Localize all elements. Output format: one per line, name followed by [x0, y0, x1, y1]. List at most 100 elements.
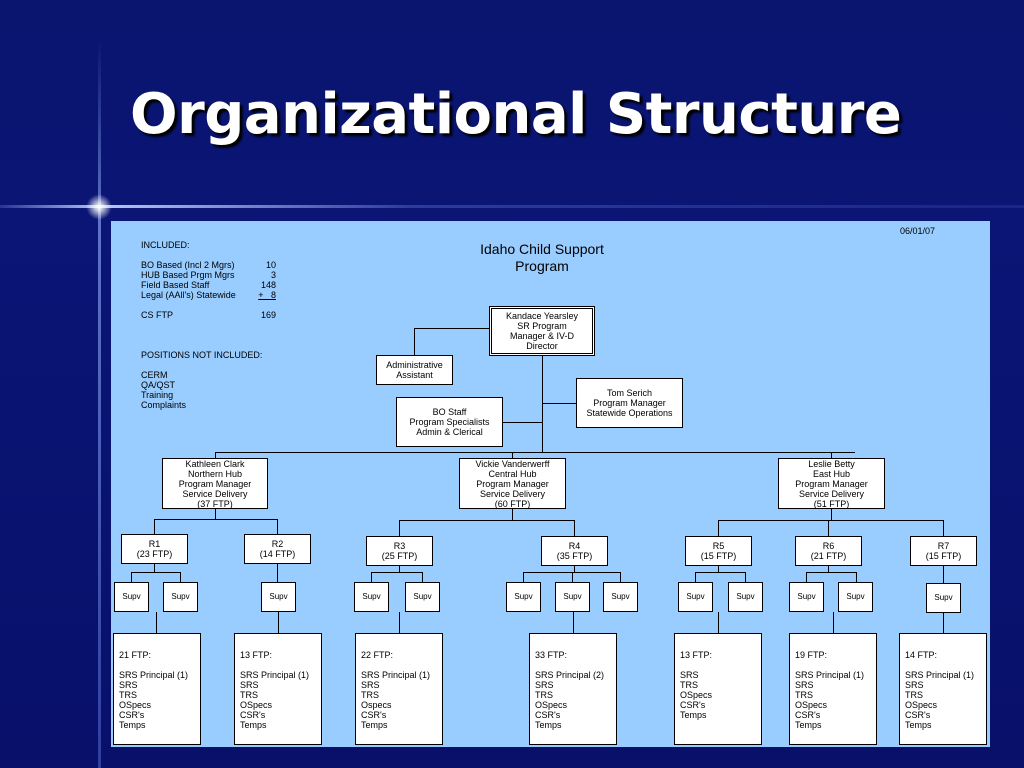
staff-role: SRS	[680, 670, 699, 680]
connector-line	[573, 612, 574, 633]
connector-line	[806, 572, 856, 573]
staff-role: SRS	[795, 680, 814, 690]
region-ftp: (35 FTP)	[556, 551, 593, 561]
staff-role: TRS	[240, 690, 258, 700]
staff-role: SRS Principal (1)	[905, 670, 975, 680]
supervisor-box: Supv	[678, 582, 713, 612]
region-r6-box: R6(21 FTP)	[795, 536, 862, 566]
staff-role: TRS	[535, 690, 553, 700]
hub-line: Service Delivery	[182, 488, 248, 499]
connector-line	[215, 509, 216, 519]
staff-role: TRS	[795, 690, 813, 700]
included-row-label: HUB Based Prgm Mgrs	[141, 270, 235, 280]
staff-role: Temps	[240, 720, 267, 730]
connector-line	[572, 572, 573, 582]
connector-line	[542, 356, 543, 453]
supervisor-box: Supv	[261, 582, 296, 612]
connector-line	[574, 566, 575, 572]
connector-line	[718, 612, 719, 633]
region-name: R3	[393, 541, 406, 551]
staff-ftp: 13 FTP:	[240, 650, 273, 660]
connector-line	[414, 328, 415, 355]
bo-staff-box: BO Staff Program Specialists Admin & Cle…	[396, 397, 503, 447]
included-row-label: Legal (AAll's) Statewide	[141, 290, 236, 300]
slide-title: Organizational Structure	[130, 82, 902, 147]
connector-line	[523, 572, 524, 582]
staff-role: OSpecs	[680, 690, 713, 700]
staff-role: SRS	[119, 680, 138, 690]
connector-line	[156, 612, 157, 633]
connector-line	[399, 612, 400, 633]
connector-line	[154, 519, 155, 534]
connector-line	[512, 509, 513, 520]
hub-line: Program Manager	[178, 478, 252, 489]
supervisor-label: Supv	[686, 592, 705, 601]
connector-line	[422, 572, 423, 582]
connector-line	[523, 572, 620, 573]
region-ftp: (15 FTP)	[925, 551, 962, 561]
region-name: R2	[271, 539, 284, 549]
staff-role: SRS Principal (1)	[795, 670, 865, 680]
director-line: Manager & IV-D	[509, 331, 575, 341]
supervisor-label: Supv	[846, 592, 865, 601]
supervisor-box: Supv	[114, 582, 149, 612]
hub-line: Leslie Betty	[808, 458, 855, 469]
director-line: SR Program	[517, 321, 567, 331]
connector-line	[542, 403, 576, 404]
northern-hub-box: Kathleen Clark Northern Hub Program Mana…	[162, 458, 268, 509]
connector-line	[695, 572, 696, 582]
staff-ftp: 13 FTP:	[680, 650, 713, 660]
hub-line: (37 FTP)	[197, 498, 233, 509]
staff-ftp: 21 FTP:	[119, 650, 152, 660]
connector-line	[215, 452, 216, 458]
included-row-value: + 8	[258, 290, 276, 300]
region-name: R5	[712, 541, 725, 551]
connector-line	[828, 520, 829, 536]
not-included-heading: POSITIONS NOT INCLUDED:	[141, 350, 263, 360]
region-ftp: (14 FTP)	[259, 549, 296, 559]
statewide-operations-line: Statewide Operations	[586, 408, 673, 418]
connector-line	[371, 572, 372, 582]
staff-role: CSR's	[680, 700, 706, 710]
connector-line	[399, 520, 574, 521]
org-chart-panel: 06/01/07 Idaho Child Support Program INC…	[111, 221, 990, 747]
statewide-operations-line: Program Manager	[593, 398, 666, 408]
region-name: R4	[568, 541, 581, 551]
bo-staff-line: Admin & Clerical	[416, 427, 483, 437]
region-ftp: (25 FTP)	[381, 551, 418, 561]
staff-role: TRS	[680, 680, 698, 690]
included-total-label: CS FTP	[141, 310, 174, 320]
included-total-value: 169	[260, 310, 276, 320]
staff-role: CSR's	[795, 710, 821, 720]
staff-ftp: 14 FTP:	[905, 650, 938, 660]
region-r4-box: R4(35 FTP)	[541, 536, 608, 566]
supervisor-box: Supv	[354, 582, 389, 612]
decorative-sparkle-icon	[86, 194, 112, 220]
supervisor-label: Supv	[122, 592, 141, 601]
supervisor-label: Supv	[171, 592, 190, 601]
staff-role: OSpecs	[535, 700, 568, 710]
region-ftp: (15 FTP)	[700, 551, 737, 561]
statewide-operations-line: Tom Serich	[606, 388, 652, 398]
staff-role: SRS Principal (1)	[240, 670, 310, 680]
region-r3-box: R3(25 FTP)	[366, 536, 433, 566]
supervisor-label: Supv	[563, 592, 582, 601]
chart-date: 06/01/07	[900, 226, 936, 236]
staff-role: SRS Principal (1)	[361, 670, 431, 680]
not-included-item: QA/QST	[141, 380, 176, 390]
supervisor-label: Supv	[934, 593, 953, 602]
director-line: Kandace Yearsley	[505, 311, 579, 321]
decorative-horizontal-line	[0, 205, 1024, 208]
supervisor-label: Supv	[362, 592, 381, 601]
supervisor-label: Supv	[413, 592, 432, 601]
admin-assistant-line: Administrative	[386, 360, 443, 370]
region-r1-box: R1(23 FTP)	[121, 534, 188, 564]
hub-line: Northern Hub	[187, 468, 243, 479]
connector-line	[215, 452, 855, 453]
connector-line	[371, 572, 422, 573]
region-r7-box: R7(15 FTP)	[910, 536, 977, 566]
staff-role: OSpecs	[905, 700, 938, 710]
region-r5-box: R5(15 FTP)	[685, 536, 752, 566]
decorative-vertical-line	[98, 40, 101, 768]
